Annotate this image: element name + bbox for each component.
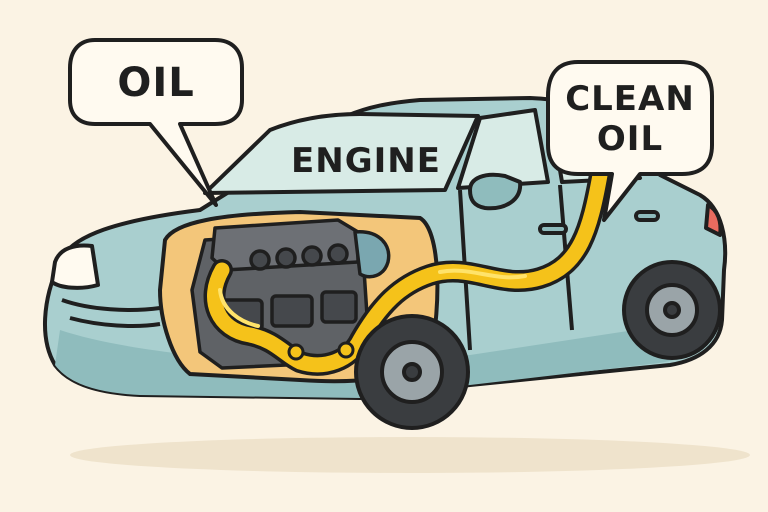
windshield <box>203 112 480 195</box>
clean-oil-speech-bubble <box>546 60 714 222</box>
oil-highlight-2 <box>438 268 527 280</box>
clean-oil-label-line-2: OIL <box>597 119 663 159</box>
engine-port-1 <box>249 249 271 271</box>
engine-block-panel-right <box>320 290 358 324</box>
rear-door-handle <box>634 210 660 222</box>
oil-drop-1 <box>287 343 305 361</box>
front-side-window <box>456 108 550 190</box>
oil-highlight-1 <box>218 288 260 328</box>
oil-label: OIL <box>117 60 194 106</box>
car-shade <box>55 320 700 398</box>
front-wheel-hub <box>402 362 422 382</box>
headlight <box>50 243 100 290</box>
clean-oil-label-line-1: CLEAN <box>565 79 695 119</box>
front-door-handle <box>538 223 568 235</box>
engine-block-panel-mid <box>270 294 314 328</box>
ground-shadow <box>70 437 750 473</box>
rear-wheel-hub <box>663 301 681 319</box>
engine-port-2 <box>275 247 297 269</box>
engine-port-3 <box>301 245 323 267</box>
side-mirror <box>468 172 523 211</box>
engine-label: ENGINE <box>291 141 441 181</box>
oil-stream-fill <box>207 167 608 373</box>
oil-stream-icon <box>203 164 611 376</box>
bumper-line <box>69 316 161 328</box>
oil-callout: OIL <box>68 38 244 207</box>
clean-oil-callout: CLEAN OIL <box>546 60 714 222</box>
tail-light <box>704 203 723 237</box>
grille-line <box>61 298 161 312</box>
oil-speech-bubble <box>68 38 244 207</box>
engine-pulley <box>353 230 391 279</box>
oil-drop-2 <box>337 341 355 359</box>
engine-port-4 <box>327 243 349 265</box>
wheel-icon <box>354 260 722 430</box>
engine-icon <box>190 218 391 370</box>
